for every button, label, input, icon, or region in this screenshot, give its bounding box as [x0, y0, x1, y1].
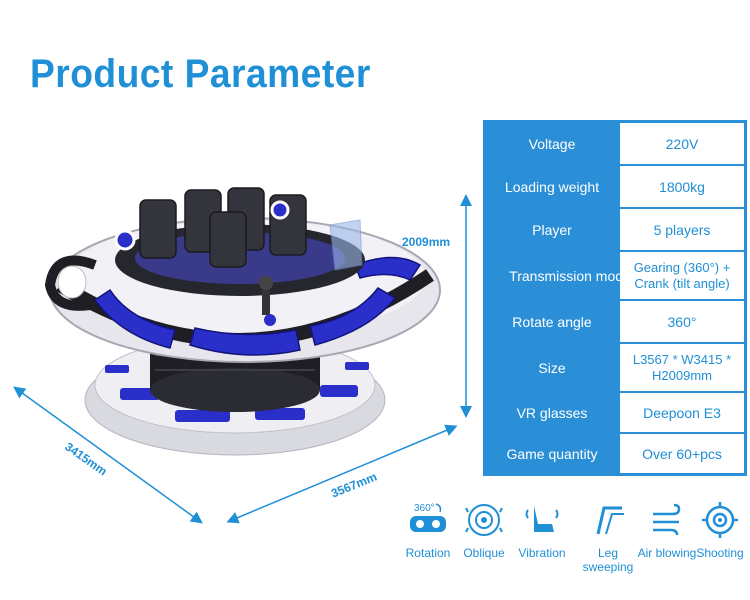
height-dimension-label: 2009mm	[402, 235, 451, 249]
vr-rotation-icon: 360°	[410, 503, 446, 532]
param-value: 5 players	[620, 209, 744, 250]
leg-sweeping-icon	[596, 506, 624, 535]
param-key: Rotate angle	[486, 301, 618, 342]
feature-label: Oblique	[463, 546, 505, 560]
table-row: Game quantity Over 60+pcs	[486, 434, 744, 473]
parameter-table: Voltage 220V Loading weight 1800kg Playe…	[483, 120, 747, 476]
feature-shooting: Shooting	[690, 500, 750, 560]
shooting-icon	[702, 502, 738, 538]
feature-rotation: 360° Rotation	[398, 500, 458, 560]
param-key: Game quantity	[486, 434, 618, 473]
table-row: Transmission mode Gearing (360°) + Crank…	[486, 252, 744, 299]
feature-label: Rotation	[405, 546, 451, 560]
vibration-icon	[525, 506, 559, 532]
feature-air-blowing: Air blowing	[637, 500, 697, 560]
feature-label: Leg sweeping	[582, 546, 634, 574]
oblique-icon	[465, 504, 503, 536]
feature-oblique: Oblique	[454, 500, 514, 560]
feature-leg-sweeping: Leg sweeping	[578, 500, 638, 574]
feature-label: Air blowing	[637, 546, 697, 560]
param-key: Size	[486, 344, 618, 391]
table-row: Player 5 players	[486, 209, 744, 250]
param-key: Loading weight	[486, 166, 618, 207]
page-title: Product Parameter	[30, 52, 371, 96]
param-key: VR glasses	[486, 393, 618, 432]
param-key: Voltage	[486, 123, 618, 164]
param-value: Deepoon E3	[620, 393, 744, 432]
param-value: 220V	[620, 123, 744, 164]
table-row: Loading weight 1800kg	[486, 166, 744, 207]
table-row: Voltage 220V	[486, 123, 744, 164]
air-blowing-icon	[653, 503, 681, 536]
rotation-badge: 360°	[414, 503, 435, 514]
param-value: Gearing (360°) + Crank (tilt angle)	[620, 252, 744, 299]
feature-vibration: Vibration	[512, 500, 572, 560]
feature-label: Vibration	[518, 546, 566, 560]
param-value: Over 60+pcs	[620, 434, 744, 473]
vr-machine-image	[44, 187, 441, 456]
param-value: 360°	[620, 301, 744, 342]
param-key: Player	[486, 209, 618, 250]
table-row: Size L3567 * W3415 * H2009mm	[486, 344, 744, 391]
table-row: Rotate angle 360°	[486, 301, 744, 342]
param-value: L3567 * W3415 * H2009mm	[620, 344, 744, 391]
feature-label: Shooting	[696, 546, 744, 560]
param-value: 1800kg	[620, 166, 744, 207]
table-row: VR glasses Deepoon E3	[486, 393, 744, 432]
